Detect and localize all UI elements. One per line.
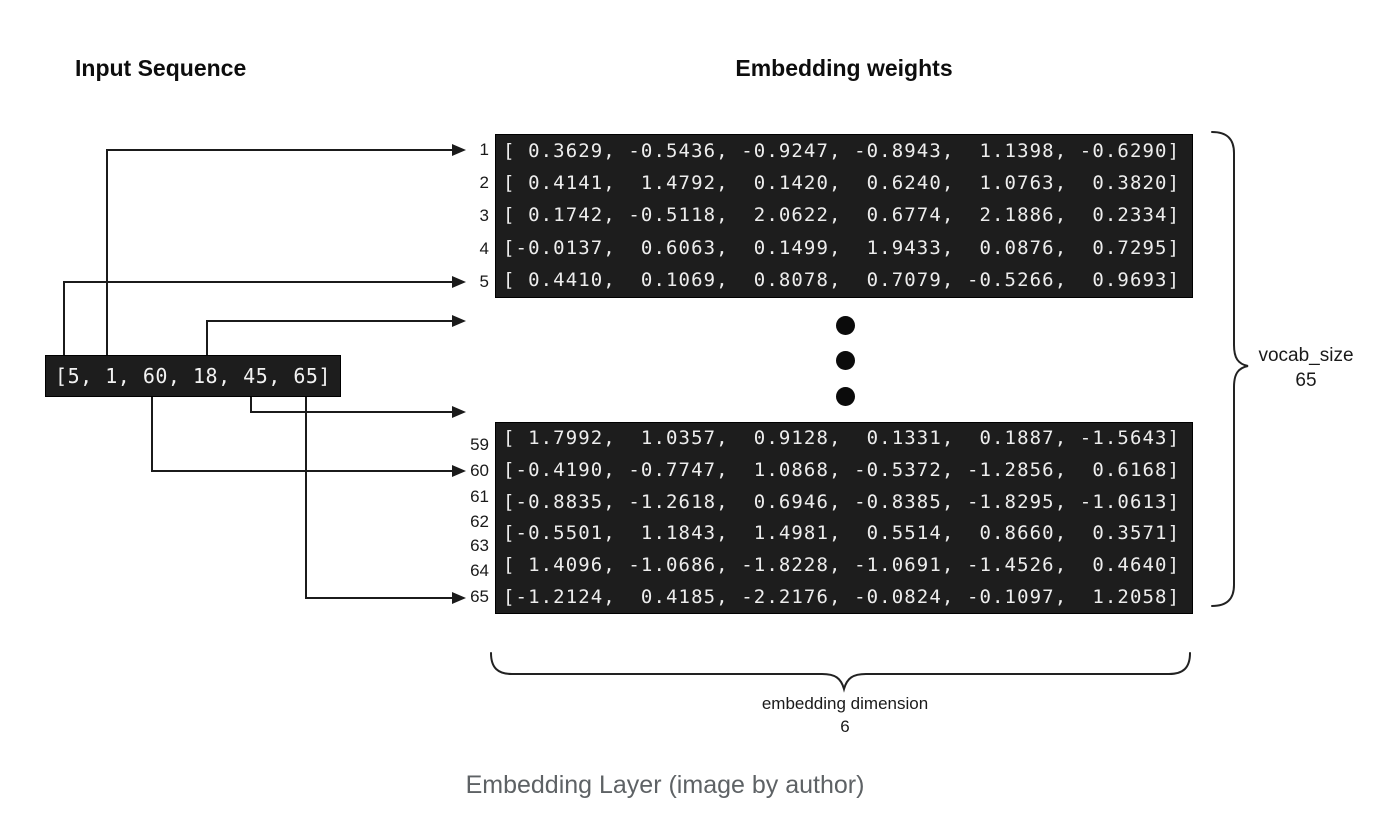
arrowhead-row-1-icon bbox=[452, 144, 466, 156]
row-index-label: 1 bbox=[479, 140, 489, 159]
matrix-row: [ 0.4141, 1.4792, 0.1420, 0.6240, 1.0763… bbox=[503, 172, 1181, 195]
row-index-label: 2 bbox=[479, 173, 489, 192]
embedding-dimension-value: 6 bbox=[840, 717, 850, 736]
arrowhead-row-60-icon bbox=[452, 465, 466, 477]
connector-token-18 bbox=[206, 321, 208, 355]
connector-token-45 bbox=[250, 411, 452, 413]
matrix-row: [-0.5501, 1.1843, 1.4981, 0.5514, 0.8660… bbox=[503, 522, 1181, 545]
connector-token-60 bbox=[151, 470, 452, 472]
matrix-row: [-0.8835, -1.2618, 0.6946, -0.8385, -1.8… bbox=[503, 490, 1181, 513]
embedding-weights-title: Embedding weights bbox=[735, 55, 953, 81]
matrix-row: [ 0.1742, -0.5118, 2.0622, 0.6774, 2.188… bbox=[503, 204, 1181, 227]
row-index-label: 62 bbox=[470, 512, 489, 531]
embedding-matrix-top: [ 0.3629, -0.5436, -0.9247, -0.8943, 1.1… bbox=[495, 134, 1193, 298]
input-sequence-box: [5, 1, 60, 18, 45, 65] bbox=[45, 355, 341, 397]
matrix-row: [ 0.4410, 0.1069, 0.8078, 0.7079, -0.526… bbox=[503, 269, 1181, 292]
connector-token-1 bbox=[106, 150, 108, 355]
row-index-label: 3 bbox=[479, 206, 489, 225]
connector-token-60 bbox=[151, 397, 153, 472]
ellipsis-dot-icon bbox=[836, 387, 855, 406]
embedding-matrix-bottom: [ 1.7992, 1.0357, 0.9128, 0.1331, 0.1887… bbox=[495, 422, 1193, 614]
connector-token-65 bbox=[305, 597, 452, 599]
row-index-label: 65 bbox=[470, 587, 489, 606]
matrix-row: [ 0.3629, -0.5436, -0.9247, -0.8943, 1.1… bbox=[503, 139, 1181, 162]
vocab-size-brace-icon bbox=[1211, 131, 1249, 607]
vocab-size-annotation: vocab_size 65 bbox=[1247, 343, 1365, 393]
input-sequence-text: [5, 1, 60, 18, 45, 65] bbox=[55, 364, 331, 388]
row-index-label: 63 bbox=[470, 536, 489, 555]
matrix-row: [-0.4190, -0.7747, 1.0868, -0.5372, -1.2… bbox=[503, 458, 1181, 481]
row-index-label: 59 bbox=[470, 435, 489, 454]
connector-token-1 bbox=[106, 149, 452, 151]
arrowhead-row-5-icon bbox=[452, 276, 466, 288]
row-index-label: 64 bbox=[470, 561, 489, 580]
row-index-label: 5 bbox=[479, 272, 489, 291]
row-index-label: 4 bbox=[479, 239, 489, 258]
arrowhead-row-65-icon bbox=[452, 592, 466, 604]
arrowhead-elided-icon bbox=[452, 315, 466, 327]
matrix-row: [-0.0137, 0.6063, 0.1499, 1.9433, 0.0876… bbox=[503, 236, 1181, 259]
row-index-label: 60 bbox=[470, 461, 489, 480]
ellipsis-dot-icon bbox=[836, 316, 855, 335]
embedding-dimension-brace-icon bbox=[490, 652, 1191, 693]
vocab-size-label: vocab_size bbox=[1258, 345, 1354, 366]
input-sequence-title: Input Sequence bbox=[75, 55, 247, 81]
connector-token-45 bbox=[250, 397, 252, 413]
connector-token-65 bbox=[305, 397, 307, 599]
embedding-dimension-annotation: embedding dimension 6 bbox=[695, 692, 995, 738]
matrix-row: [ 1.7992, 1.0357, 0.9128, 0.1331, 0.1887… bbox=[503, 427, 1181, 450]
connector-token-5 bbox=[63, 282, 65, 355]
vocab-size-value: 65 bbox=[1295, 370, 1317, 391]
row-index-label: 61 bbox=[470, 487, 489, 506]
ellipsis-dot-icon bbox=[836, 351, 855, 370]
connector-token-5 bbox=[63, 281, 452, 283]
matrix-row: [ 1.4096, -1.0686, -1.8228, -1.0691, -1.… bbox=[503, 553, 1181, 576]
figure-caption: Embedding Layer (image by author) bbox=[465, 771, 865, 799]
matrix-row: [-1.2124, 0.4185, -2.2176, -0.0824, -0.1… bbox=[503, 585, 1181, 608]
arrowhead-elided-icon bbox=[452, 406, 466, 418]
embedding-dimension-label: embedding dimension bbox=[761, 694, 929, 713]
connector-token-18 bbox=[206, 320, 452, 322]
